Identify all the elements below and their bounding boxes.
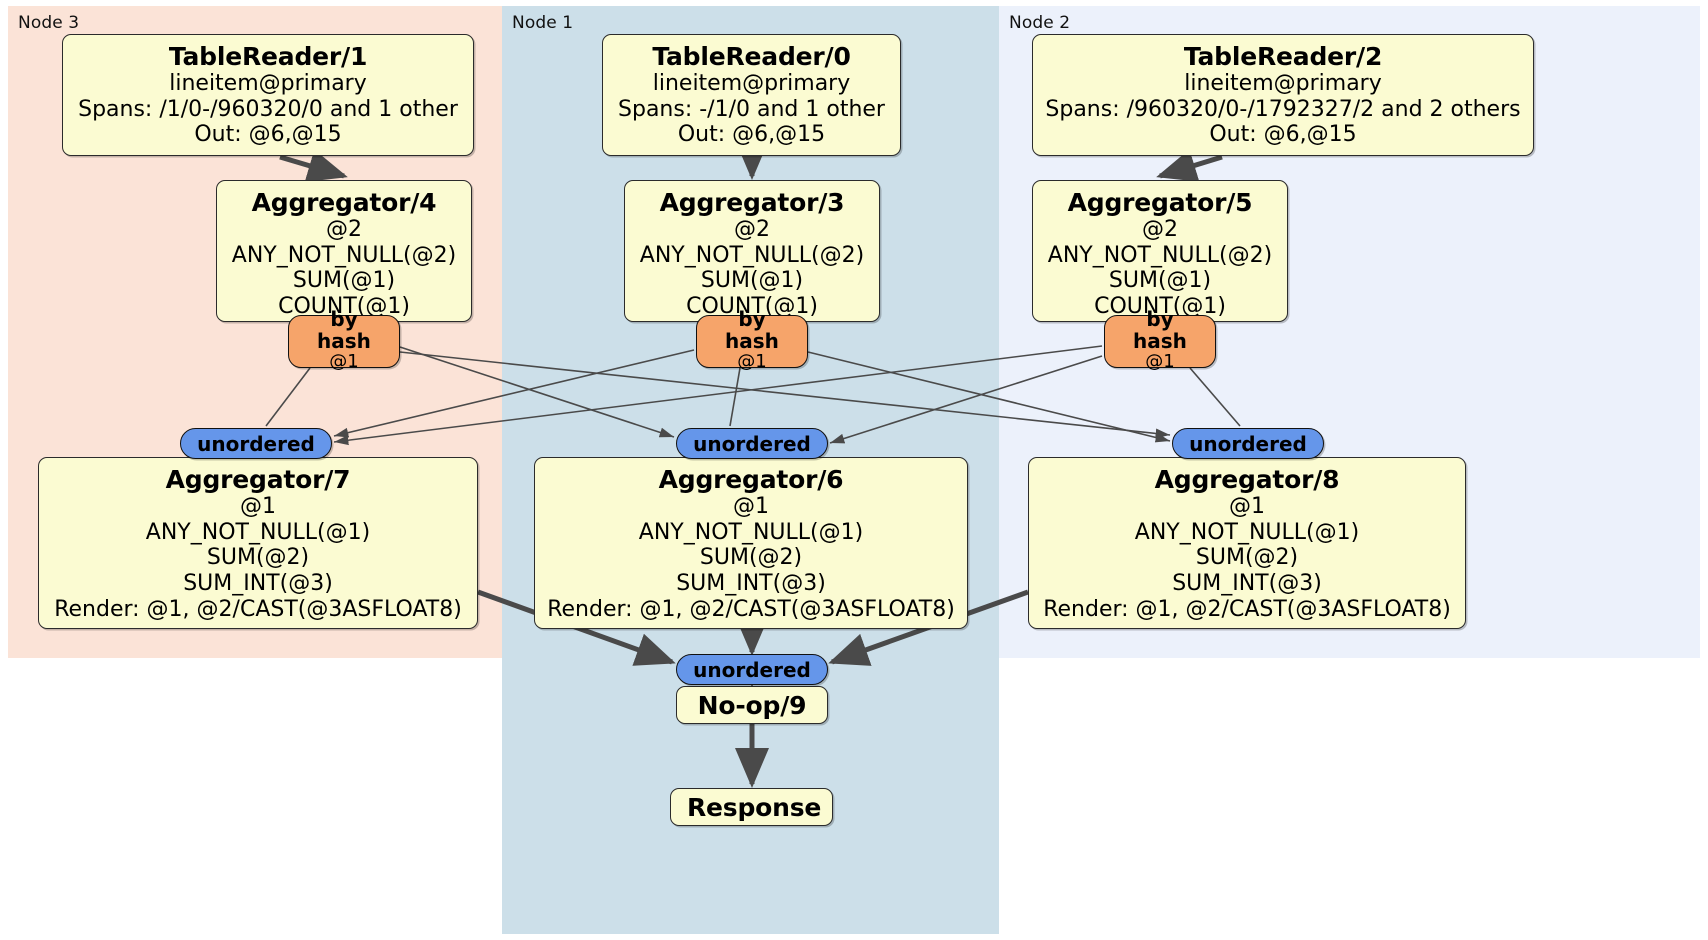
processor-detail-line: ANY_NOT_NULL(@1) xyxy=(1134,519,1360,545)
router-label: by hash xyxy=(725,307,779,354)
processor-detail-line: Spans: -/1/0 and 1 other xyxy=(618,96,885,122)
processor-detail-line: SUM(@1) xyxy=(292,268,396,294)
processor-detail-line: @2 xyxy=(734,217,770,242)
router-sublabel: @1 xyxy=(1145,351,1175,373)
router-hash-router-4[interactable]: by hash@1 xyxy=(288,308,400,372)
router-hash-router-5[interactable]: by hash@1 xyxy=(1104,308,1216,372)
processor-detail-line: SUM(@2) xyxy=(206,545,310,571)
router-sublabel: @1 xyxy=(329,351,359,373)
processor-title: Aggregator/4 xyxy=(251,188,437,217)
processor-title: Aggregator/3 xyxy=(659,188,845,217)
router-sublabel: @1 xyxy=(737,351,767,373)
processor-detail-line: ANY_NOT_NULL(@2) xyxy=(1047,242,1273,268)
processor-title: Response xyxy=(687,792,822,822)
processor-detail-line: @1 xyxy=(733,494,769,519)
router-label: unordered xyxy=(693,657,811,682)
processor-detail-line: ANY_NOT_NULL(@1) xyxy=(638,519,864,545)
processor-detail-line: Render: @1, @2/CAST(@3ASFLOAT8) xyxy=(54,596,462,622)
processor-detail-line: Out: @6,@15 xyxy=(677,122,826,148)
processor-detail-line: SUM_INT(@3) xyxy=(183,571,333,597)
processor-detail-line: ANY_NOT_NULL(@1) xyxy=(145,519,371,545)
processor-title: Aggregator/8 xyxy=(1154,465,1340,494)
router-label: by hash xyxy=(1133,307,1187,354)
processor-detail-line: ANY_NOT_NULL(@2) xyxy=(639,242,865,268)
processor-detail-line: @1 xyxy=(240,494,276,519)
router-label: unordered xyxy=(1189,431,1307,456)
processor-detail-line: Spans: /1/0-/960320/0 and 1 other xyxy=(78,96,458,122)
processor-title: TableReader/2 xyxy=(1183,42,1383,71)
processor-detail-line: @2 xyxy=(326,217,362,242)
processor-detail-line: @1 xyxy=(1229,494,1265,519)
router-label: by hash xyxy=(317,307,371,354)
processor-detail-line: Out: @6,@15 xyxy=(194,122,342,148)
processor-detail-line: SUM(@2) xyxy=(699,545,803,571)
processor-detail-line: Out: @6,@15 xyxy=(1209,122,1357,148)
processor-title: Aggregator/6 xyxy=(658,465,844,494)
processor-title: Aggregator/7 xyxy=(165,465,351,494)
processor-response[interactable]: Response xyxy=(670,788,833,826)
router-unordered-synchronizer-8[interactable]: unordered xyxy=(1172,428,1324,459)
processor-title: TableReader/1 xyxy=(168,42,368,71)
processor-detail-line: Spans: /960320/0-/1792327/2 and 2 others xyxy=(1045,96,1521,122)
processor-title: Aggregator/5 xyxy=(1067,188,1253,217)
processor-detail-line: ANY_NOT_NULL(@2) xyxy=(231,242,457,268)
processor-detail-line: Render: @1, @2/CAST(@3ASFLOAT8) xyxy=(547,596,955,622)
processor-detail-line: SUM_INT(@3) xyxy=(676,571,826,597)
processor-detail-line: lineitem@primary xyxy=(1184,71,1382,96)
processor-detail-line: SUM(@2) xyxy=(1195,545,1299,571)
processor-title: TableReader/0 xyxy=(652,42,851,71)
router-unordered-synchronizer-6[interactable]: unordered xyxy=(676,428,828,459)
router-unordered-synchronizer-7[interactable]: unordered xyxy=(180,428,332,459)
router-label: unordered xyxy=(197,431,315,456)
processor-detail-line: SUM_INT(@3) xyxy=(1172,571,1322,597)
node-region-label: Node 3 xyxy=(18,13,80,33)
processor-detail-line: Render: @1, @2/CAST(@3ASFLOAT8) xyxy=(1043,596,1451,622)
router-hash-router-3[interactable]: by hash@1 xyxy=(696,308,808,372)
processor-no-op-9[interactable]: No-op/9 xyxy=(676,686,828,724)
processor-title: No-op/9 xyxy=(697,690,807,720)
processor-detail-line: lineitem@primary xyxy=(169,71,367,96)
processor-detail-line: SUM(@1) xyxy=(1108,268,1212,294)
router-label: unordered xyxy=(693,431,811,456)
processor-detail-line: @2 xyxy=(1142,217,1178,242)
node-region-label: Node 2 xyxy=(1009,13,1071,33)
router-unordered-synchronizer-9[interactable]: unordered xyxy=(676,654,828,685)
node-region-label: Node 1 xyxy=(512,13,574,33)
processor-detail-line: SUM(@1) xyxy=(700,268,804,294)
processor-detail-line: lineitem@primary xyxy=(652,71,851,96)
